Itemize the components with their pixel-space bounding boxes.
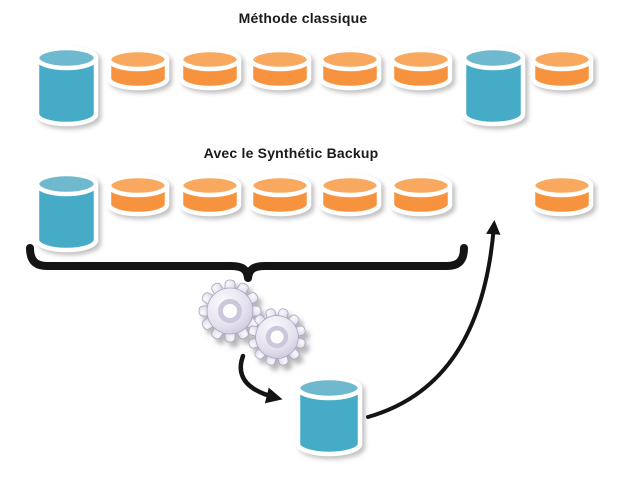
incremental-backup-cylinder xyxy=(318,173,382,217)
incremental-backup-cylinder xyxy=(178,47,242,91)
grouping-brace xyxy=(26,244,468,282)
full-backup-cylinder xyxy=(34,171,99,253)
incremental-backup-cylinder xyxy=(389,173,453,217)
arrow-gears-to-result xyxy=(238,353,283,404)
incremental-backup-cylinder xyxy=(106,47,170,91)
full-backup-cylinder xyxy=(295,375,363,457)
arrow-result-to-backup-set xyxy=(366,219,501,419)
synthetic-method-title: Avec le Synthétic Backup xyxy=(203,145,379,161)
incremental-backup-cylinder xyxy=(178,173,242,217)
incremental-backup-cylinder xyxy=(106,173,170,217)
classic-method-title: Méthode classique xyxy=(238,10,368,26)
incremental-backup-cylinder xyxy=(530,47,594,91)
incremental-backup-cylinder xyxy=(248,47,312,91)
incremental-backup-cylinder xyxy=(389,47,453,91)
incremental-backup-cylinder xyxy=(530,173,594,217)
full-backup-cylinder xyxy=(34,45,99,127)
incremental-backup-cylinder xyxy=(248,173,312,217)
full-backup-cylinder xyxy=(461,45,526,127)
incremental-backup-cylinder xyxy=(318,47,382,91)
merge-gears-icon xyxy=(198,279,313,373)
